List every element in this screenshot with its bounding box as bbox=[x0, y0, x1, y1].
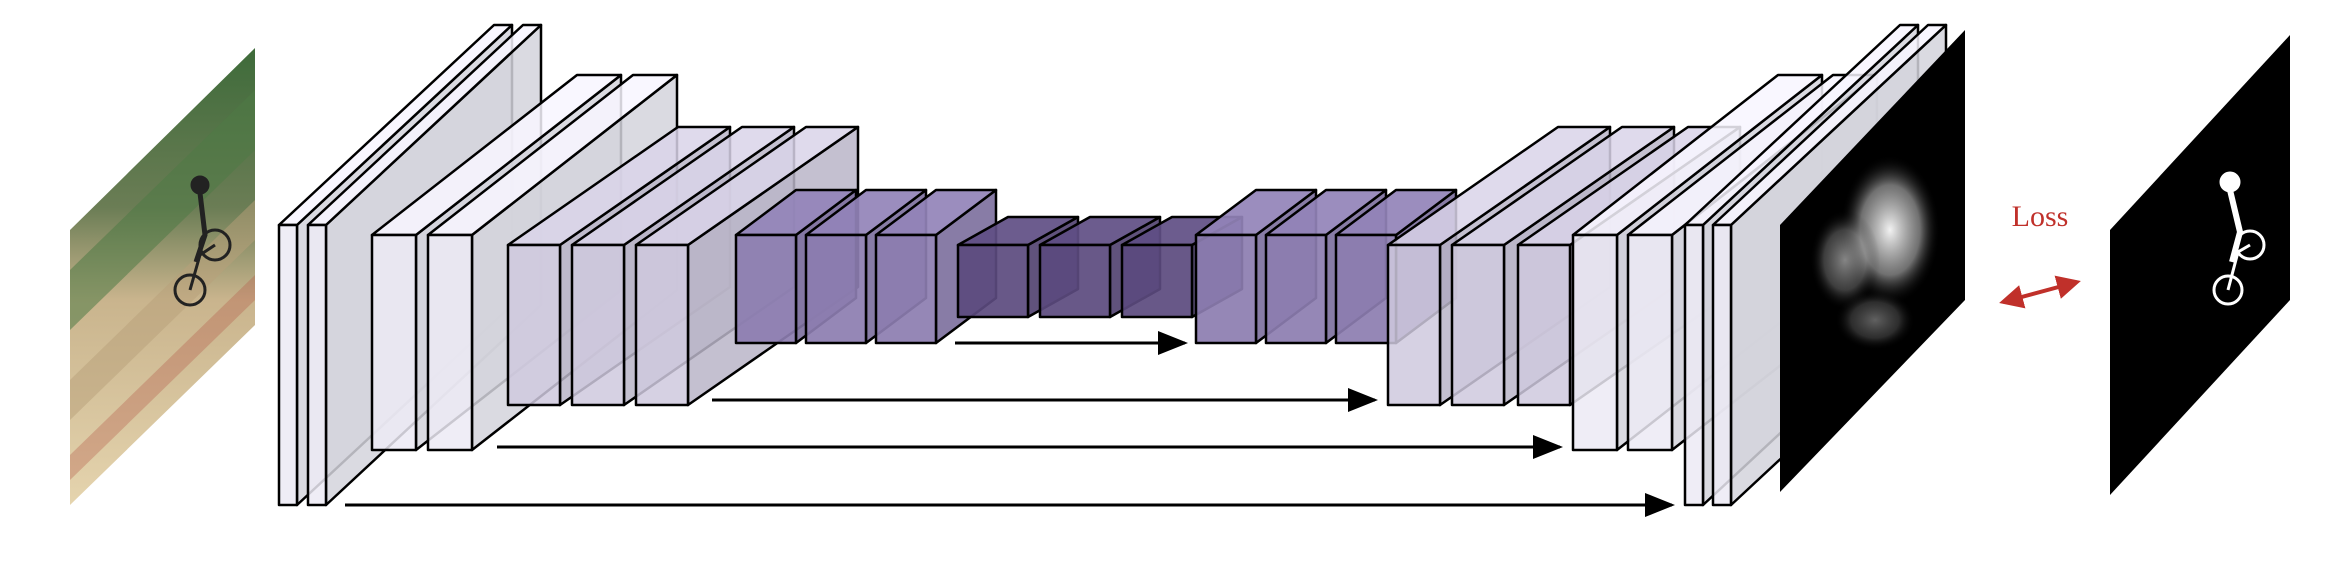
loss-label: Loss bbox=[2011, 200, 2069, 233]
input-image bbox=[70, 48, 255, 505]
cyclist-silhouette-icon bbox=[2212, 171, 2266, 306]
skip-connection-arrows bbox=[345, 331, 1675, 517]
predicted-mask bbox=[1780, 30, 1965, 492]
loss-arrow bbox=[1999, 275, 2081, 309]
cyclist-icon bbox=[173, 175, 232, 307]
ground-truth-mask bbox=[2110, 35, 2290, 495]
network-blocks bbox=[277, 23, 1948, 507]
